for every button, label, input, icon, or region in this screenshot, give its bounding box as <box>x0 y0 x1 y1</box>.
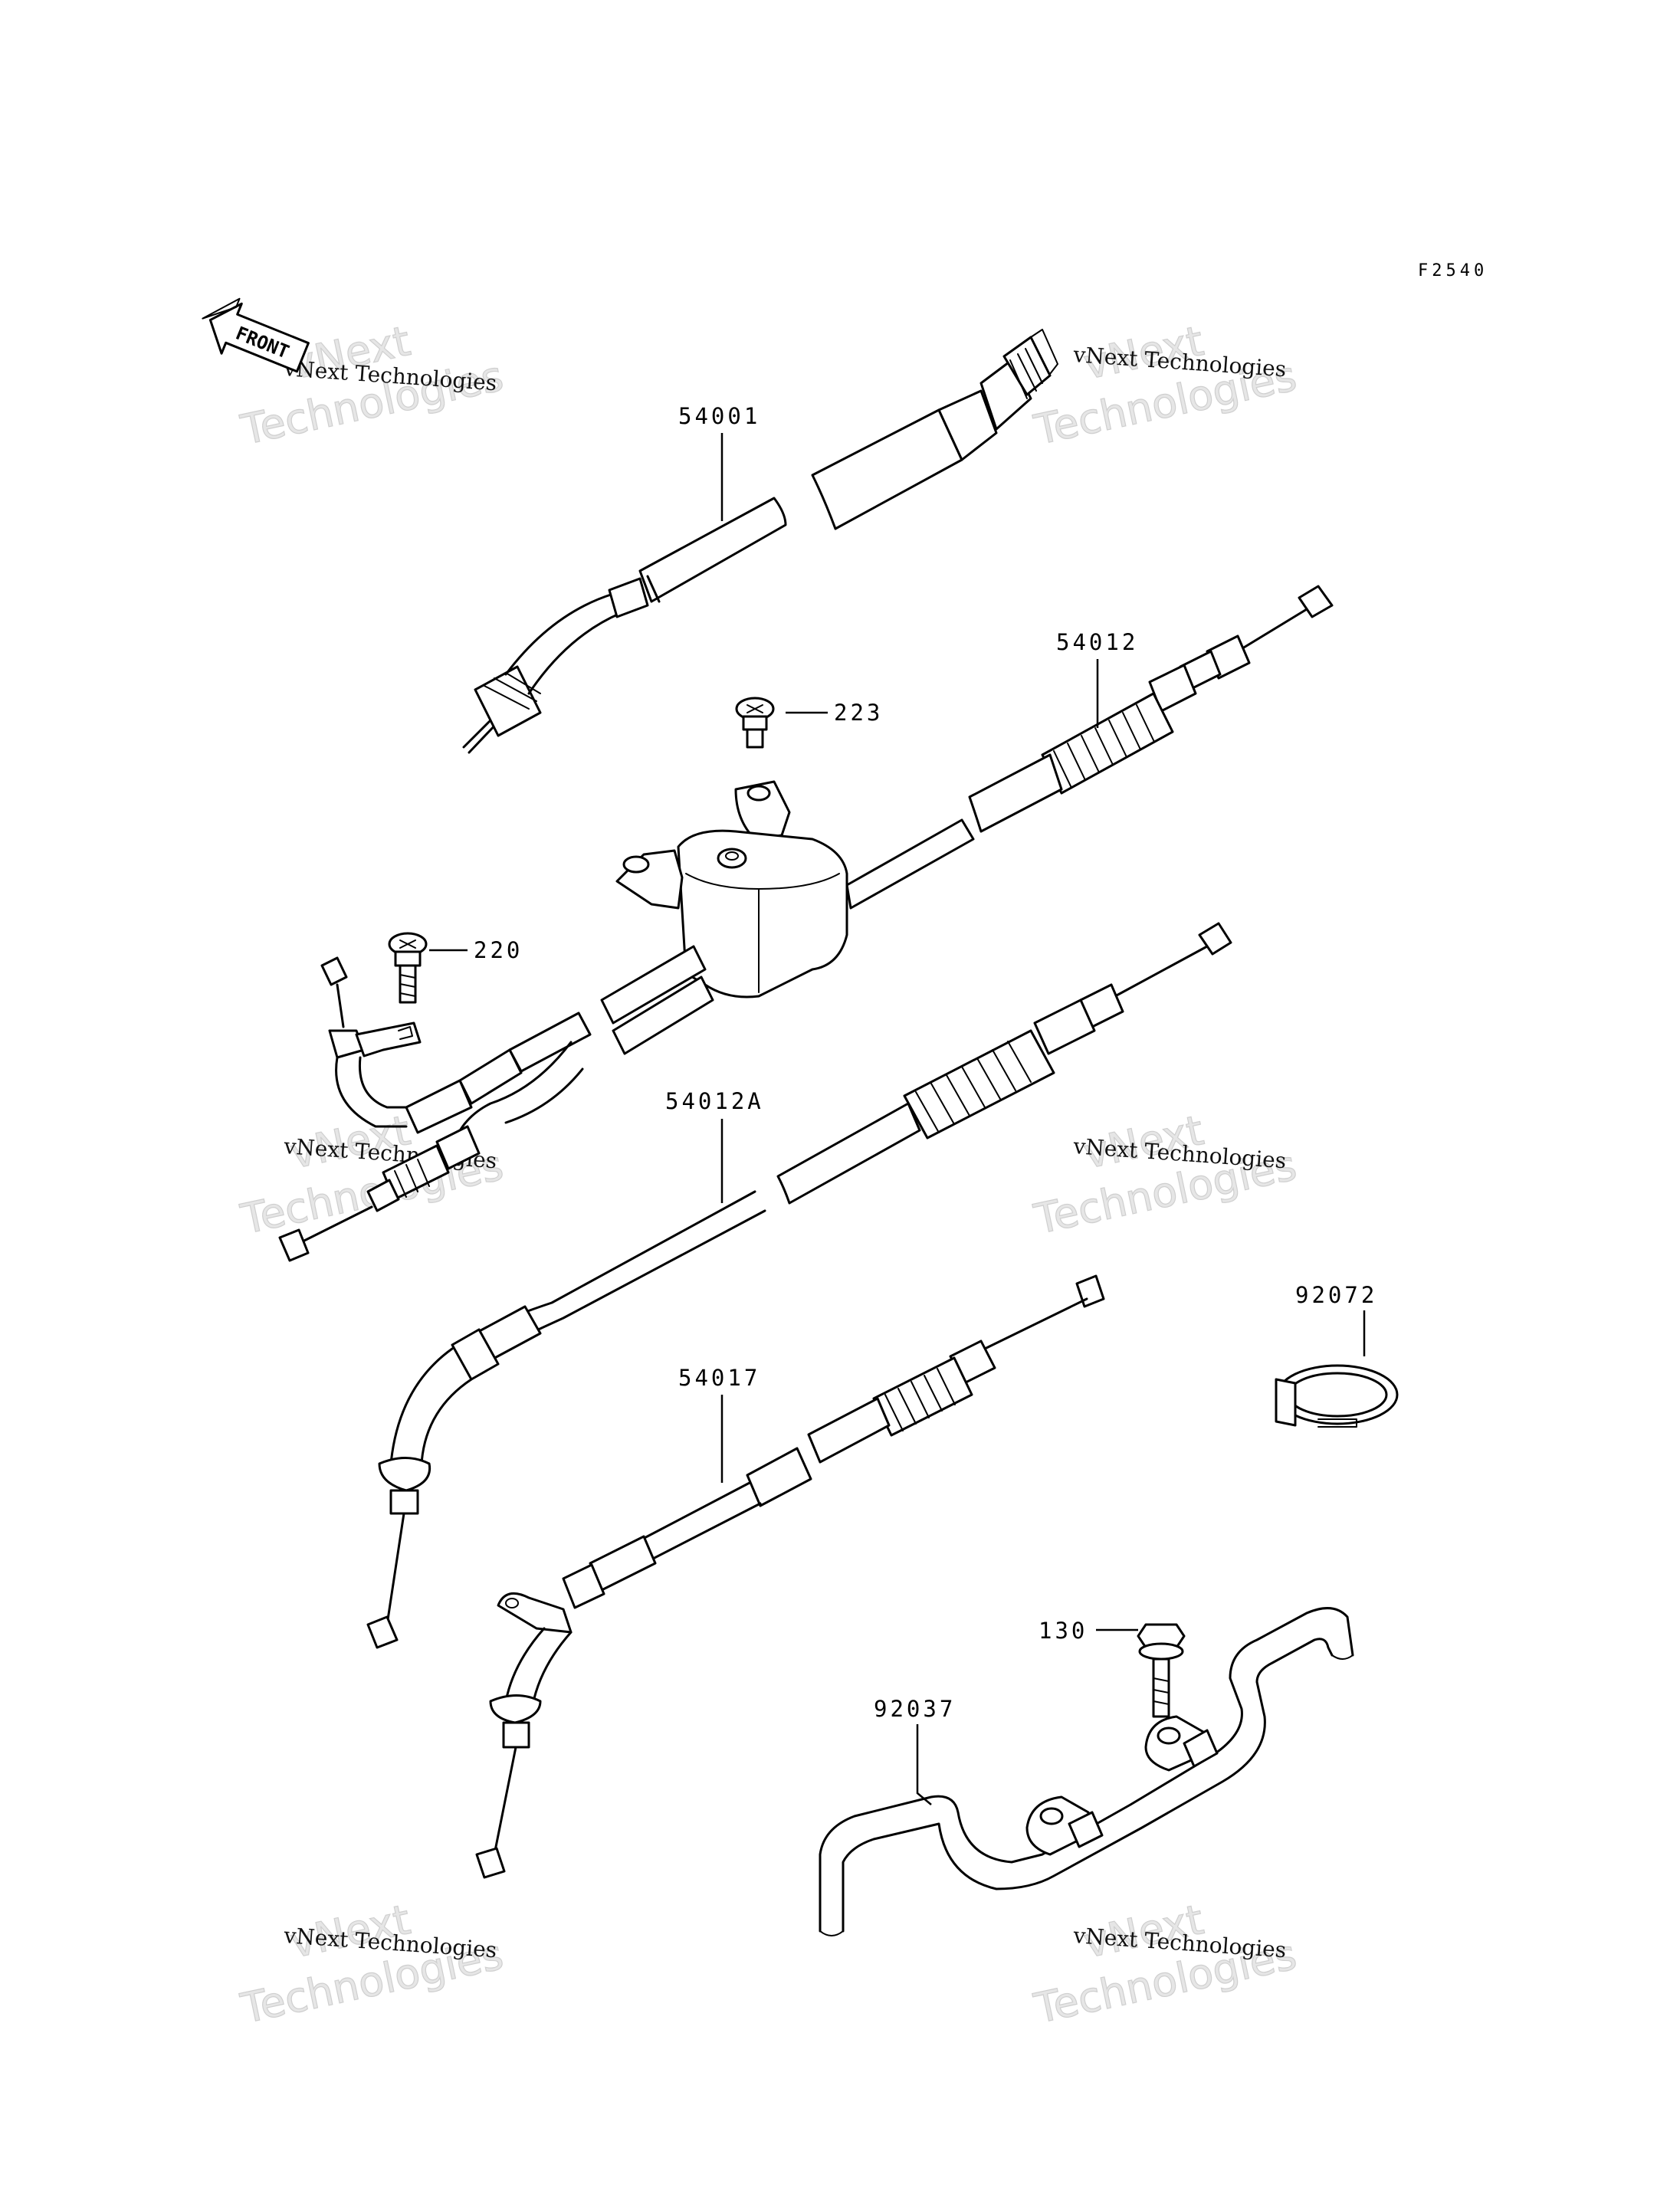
part-number-54017: 54017 <box>678 1365 760 1391</box>
part-54001-speedometer-cable: 54001 <box>462 329 1058 754</box>
part-number-92037: 92037 <box>874 1696 956 1722</box>
part-number-130: 130 <box>1039 1618 1088 1644</box>
part-92072-clamp: 92072 <box>1275 1282 1399 1428</box>
part-54012A-throttle-cable: 54012A <box>366 922 1232 1649</box>
part-number-220: 220 <box>474 937 523 963</box>
part-130-bolt: 130 <box>1039 1618 1186 1756</box>
part-92037-guide-pipe: 92037 <box>819 1607 1354 1936</box>
part-number-54012A: 54012A <box>665 1088 764 1114</box>
part-54012-throttle-cable: 54012 <box>968 585 1334 833</box>
cable-junction-box <box>600 780 975 1055</box>
part-number-223: 223 <box>834 700 883 726</box>
front-arrow-icon: FRONT <box>202 297 310 373</box>
part-number-92072: 92072 <box>1295 1282 1377 1308</box>
diagram-code: F2540 <box>1418 261 1488 280</box>
part-number-54012: 54012 <box>1056 629 1138 655</box>
part-54017-choke-cable: 54017 <box>475 1274 1105 1879</box>
part-number-54001: 54001 <box>678 403 760 429</box>
part-220-screw: 220 <box>388 932 523 1004</box>
part-223-screw: 223 <box>735 697 883 749</box>
left-cable-ends <box>278 956 592 1262</box>
